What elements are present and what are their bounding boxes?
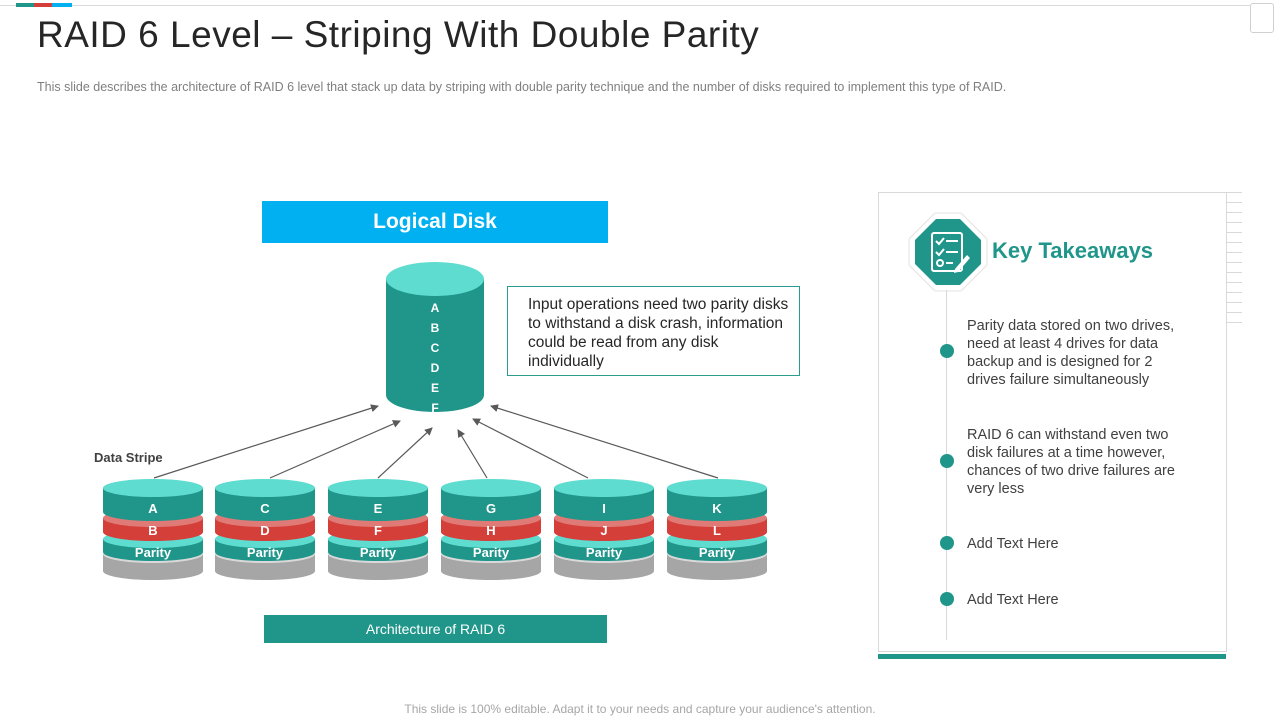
top-divider — [0, 5, 1250, 6]
arrow-disk-2 — [269, 420, 401, 479]
stripe-arrows — [153, 404, 719, 479]
data-stripe-label: Data Stripe — [94, 450, 163, 465]
disk-label-top: I — [602, 501, 606, 516]
takeaways-panel-bar — [878, 654, 1226, 659]
disk-label-parity: Parity — [586, 545, 623, 560]
takeaway-item-2: RAID 6 can withstand even two disk failu… — [967, 427, 1175, 497]
disk-label-top: A — [148, 501, 158, 516]
stacked-disk: KL Parity — [667, 479, 767, 580]
slide-title: RAID 6 Level – Striping With Double Pari… — [37, 14, 760, 55]
slide-footer: This slide is 100% editable. Adapt it to… — [404, 702, 876, 716]
takeaway-item-1: Parity data stored on two drives, need a… — [967, 318, 1175, 388]
accent-bar-teal — [16, 3, 34, 7]
timeline-dot — [940, 592, 954, 606]
logical-disk-letter: D — [431, 361, 440, 375]
checklist-icon — [908, 212, 988, 292]
timeline-dot — [940, 536, 954, 550]
stacked-disk: AB Parity — [103, 479, 203, 580]
disk-label-middle: B — [148, 523, 157, 538]
logical-disk-header: Logical Disk — [262, 201, 608, 243]
disk-label-middle: H — [486, 523, 495, 538]
disk-label-top: C — [260, 501, 270, 516]
disk-label-parity: Parity — [360, 545, 397, 560]
arrow-disk-3 — [377, 427, 433, 479]
stacked-disk: EF Parity — [328, 479, 428, 580]
disk-label-top: K — [712, 501, 722, 516]
disk-label-middle: J — [600, 523, 607, 538]
corner-frame — [1250, 3, 1274, 33]
disk-label-parity: Parity — [135, 545, 172, 560]
stacked-disk: IJ Parity — [554, 479, 654, 580]
architecture-label: Architecture of RAID 6 — [264, 615, 607, 643]
logical-disk-letter: F — [431, 401, 438, 415]
disk-label-parity: Parity — [699, 545, 736, 560]
stacked-disk: CD Parity — [215, 479, 315, 580]
disk-label-top: G — [486, 501, 496, 516]
stacked-disk: GH Parity — [441, 479, 541, 580]
accent-bar-red — [34, 3, 52, 7]
accent-bar-blue — [52, 3, 72, 7]
disk-label-middle: F — [374, 523, 382, 538]
timeline-dot — [940, 344, 954, 358]
disk-label-top: E — [374, 501, 383, 516]
takeaway-item-4: Add Text Here — [967, 592, 1059, 608]
timeline-dot — [940, 454, 954, 468]
takeaway-item-3: Add Text Here — [967, 536, 1059, 552]
logical-disk-letter: B — [431, 321, 440, 335]
logical-disk-letter: E — [431, 381, 439, 395]
disk-label-parity: Parity — [473, 545, 510, 560]
arrow-disk-6 — [490, 404, 719, 479]
logical-disk-letter: C — [431, 341, 440, 355]
panel-decoration-lines — [1226, 192, 1242, 332]
disk-label-parity: Parity — [247, 545, 284, 560]
logical-disk-letter: A — [431, 301, 440, 315]
disk-label-middle: L — [713, 523, 721, 538]
takeaways-title: Key Takeaways — [992, 238, 1154, 263]
arrow-disk-4 — [457, 429, 488, 479]
note-box: Input operations need two parity disks t… — [507, 286, 800, 376]
slide-subtitle: This slide describes the architecture of… — [37, 80, 1007, 94]
arrow-disk-1 — [153, 404, 379, 479]
disk-label-middle: D — [260, 523, 269, 538]
arrow-disk-5 — [472, 418, 589, 479]
